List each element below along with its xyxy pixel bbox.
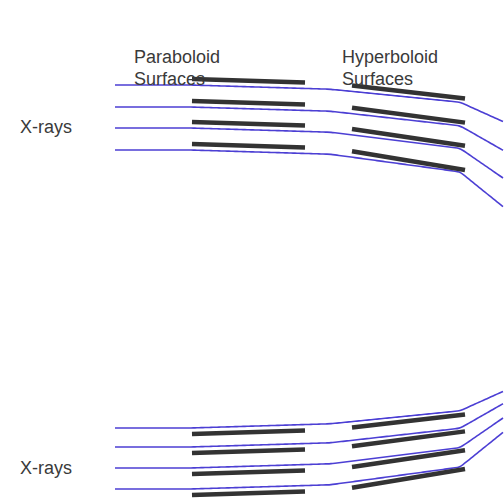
mirror-surface bbox=[192, 471, 305, 474]
mirror-surface bbox=[192, 122, 305, 125]
mirror-surface bbox=[192, 450, 305, 453]
mirror-surface bbox=[352, 151, 465, 170]
surface-label: Paraboloid Surfaces bbox=[134, 46, 254, 90]
mirror-surface bbox=[192, 144, 305, 147]
x-ray-path bbox=[115, 432, 503, 489]
surface-label: Hyperboloid Surfaces bbox=[342, 46, 462, 90]
mirror-surface bbox=[352, 431, 465, 446]
mirror-surface bbox=[352, 469, 465, 488]
mirror-surface bbox=[352, 108, 465, 123]
ray-label: X-rays bbox=[20, 116, 100, 138]
x-ray-path bbox=[115, 85, 503, 122]
mirror-surface bbox=[352, 450, 465, 467]
mirror-surface bbox=[192, 431, 305, 434]
mirror-surface bbox=[352, 415, 465, 428]
x-ray-path bbox=[115, 404, 503, 447]
mirror-surface bbox=[192, 79, 305, 82]
x-ray-path bbox=[115, 391, 503, 428]
ray-label: X-rays bbox=[20, 457, 100, 479]
mirror-surface bbox=[352, 129, 465, 146]
x-ray-path bbox=[115, 150, 503, 207]
mirror-surface bbox=[192, 492, 305, 495]
mirror-surface bbox=[192, 101, 305, 104]
